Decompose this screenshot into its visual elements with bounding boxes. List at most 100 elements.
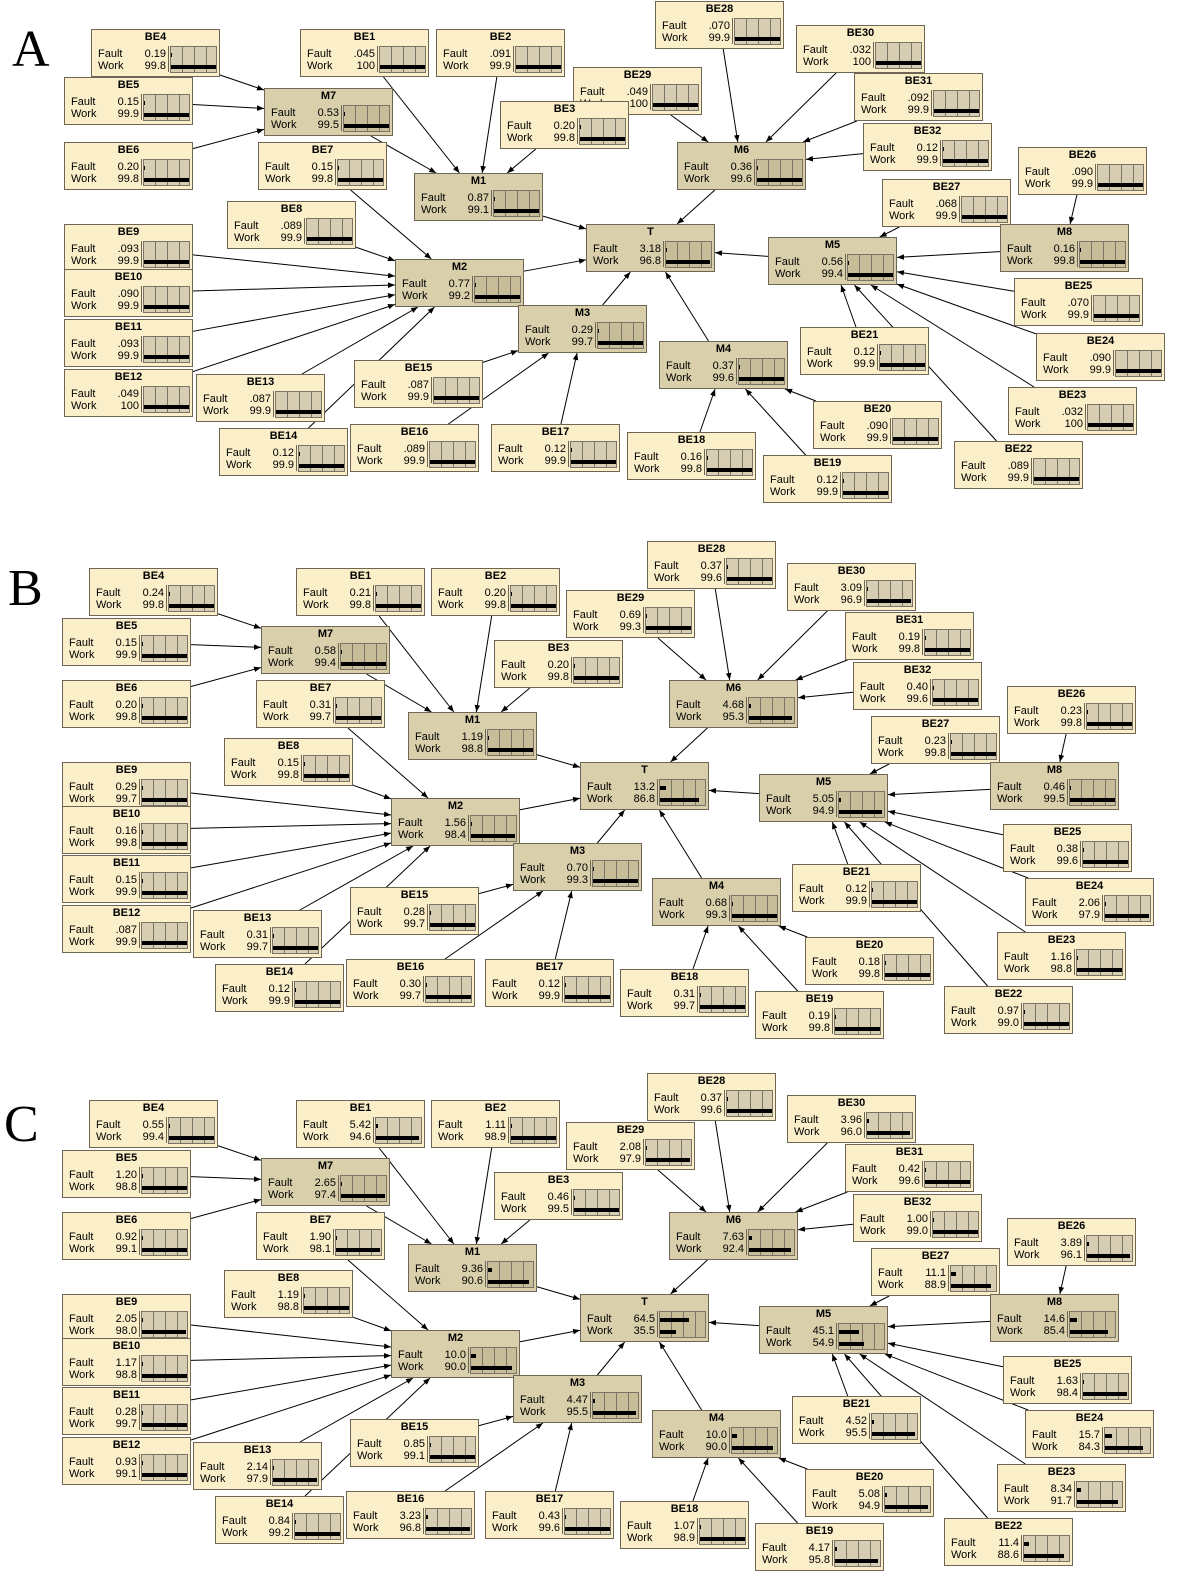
node-c-be6[interactable]: BE6Fault0.92Work99.1	[62, 1212, 191, 1260]
node-a-be4[interactable]: BE4Fault0.19Work99.8	[91, 29, 220, 77]
node-c-t[interactable]: TFault64.5Work35.5	[580, 1294, 709, 1342]
node-b-be3[interactable]: BE3Fault0.20Work99.8	[494, 640, 623, 688]
node-c-be20[interactable]: BE20Fault5.08Work94.9	[805, 1469, 934, 1517]
node-b-be26[interactable]: BE26Fault0.23Work99.8	[1007, 686, 1136, 734]
node-b-be6[interactable]: BE6Fault0.20Work99.8	[62, 680, 191, 728]
node-b-be16[interactable]: BE16Fault0.30Work99.7	[346, 959, 475, 1007]
node-b-be10[interactable]: BE10Fault0.16Work99.8	[62, 806, 191, 854]
node-b-be7[interactable]: BE7Fault0.31Work99.7	[256, 680, 385, 728]
node-c-be17[interactable]: BE17Fault0.43Work99.6	[485, 1491, 614, 1539]
node-c-m6[interactable]: M6Fault7.63Work92.4	[669, 1212, 798, 1260]
node-c-be5[interactable]: BE5Fault1.20Work98.8	[62, 1150, 191, 1198]
node-b-be31[interactable]: BE31Fault0.19Work99.8	[845, 612, 974, 660]
node-b-be2[interactable]: BE2Fault0.20Work99.8	[431, 568, 560, 616]
node-b-t[interactable]: TFault13.2Work86.8	[580, 762, 709, 810]
node-c-be21[interactable]: BE21Fault4.52Work95.5	[792, 1396, 921, 1444]
node-a-be7[interactable]: BE7Fault0.15Work99.8	[258, 142, 387, 190]
node-c-be2[interactable]: BE2Fault1.11Work98.9	[431, 1100, 560, 1148]
node-a-be13[interactable]: BE13Fault.087Work99.9	[196, 374, 325, 422]
node-a-be19[interactable]: BE19Fault0.12Work99.9	[763, 455, 892, 503]
node-b-be17[interactable]: BE17Fault0.12Work99.9	[485, 959, 614, 1007]
node-a-be21[interactable]: BE21Fault0.12Work99.9	[800, 327, 929, 375]
node-a-be30[interactable]: BE30Fault.032Work100	[796, 25, 925, 73]
node-c-be7[interactable]: BE7Fault1.90Work98.1	[256, 1212, 385, 1260]
node-b-be19[interactable]: BE19Fault0.19Work99.8	[755, 991, 884, 1039]
node-b-be23[interactable]: BE23Fault1.16Work98.8	[997, 932, 1126, 980]
node-b-m5[interactable]: M5Fault5.05Work94.9	[759, 774, 888, 822]
node-c-be22[interactable]: BE22Fault11.4Work88.6	[944, 1518, 1073, 1566]
node-b-be13[interactable]: BE13Fault0.31Work99.7	[193, 910, 322, 958]
node-c-be4[interactable]: BE4Fault0.55Work99.4	[89, 1100, 218, 1148]
node-a-m8[interactable]: M8Fault0.16Work99.8	[1000, 224, 1129, 272]
node-a-be3[interactable]: BE3Fault0.20Work99.8	[500, 101, 629, 149]
node-a-t[interactable]: TFault3.18Work96.8	[586, 224, 715, 272]
node-b-m6[interactable]: M6Fault4.68Work95.3	[669, 680, 798, 728]
node-a-be11[interactable]: BE11Fault.093Work99.9	[64, 319, 193, 367]
node-b-be27[interactable]: BE27Fault0.23Work99.8	[871, 716, 1000, 764]
node-b-be25[interactable]: BE25Fault0.38Work99.6	[1003, 824, 1132, 872]
node-c-be16[interactable]: BE16Fault3.23Work96.8	[346, 1491, 475, 1539]
node-b-be32[interactable]: BE32Fault0.40Work99.6	[853, 662, 982, 710]
node-b-be20[interactable]: BE20Fault0.18Work99.8	[805, 937, 934, 985]
node-b-m8[interactable]: M8Fault0.46Work99.5	[990, 762, 1119, 810]
node-b-be21[interactable]: BE21Fault0.12Work99.9	[792, 864, 921, 912]
node-a-be18[interactable]: BE18Fault0.16Work99.8	[627, 432, 756, 480]
node-a-be16[interactable]: BE16Fault.089Work99.9	[350, 424, 479, 472]
node-b-m2[interactable]: M2Fault1.56Work98.4	[391, 798, 520, 846]
node-a-be12[interactable]: BE12Fault.049Work100	[64, 369, 193, 417]
node-b-be30[interactable]: BE30Fault3.09Work96.9	[787, 563, 916, 611]
node-a-be23[interactable]: BE23Fault.032Work100	[1008, 387, 1137, 435]
node-c-m8[interactable]: M8Fault14.6Work85.4	[990, 1294, 1119, 1342]
node-b-be5[interactable]: BE5Fault0.15Work99.9	[62, 618, 191, 666]
node-c-be18[interactable]: BE18Fault1.07Work98.9	[620, 1501, 749, 1549]
node-a-be5[interactable]: BE5Fault0.15Work99.9	[64, 77, 193, 125]
node-a-be2[interactable]: BE2Fault.091Work99.9	[436, 29, 565, 77]
node-a-m4[interactable]: M4Fault0.37Work99.6	[659, 341, 788, 389]
node-c-m2[interactable]: M2Fault10.0Work90.0	[391, 1330, 520, 1378]
node-c-be3[interactable]: BE3Fault0.46Work99.5	[494, 1172, 623, 1220]
node-b-be9[interactable]: BE9Fault0.29Work99.7	[62, 762, 191, 810]
node-b-m4[interactable]: M4Fault0.68Work99.3	[652, 878, 781, 926]
node-a-be15[interactable]: BE15Fault.087Work99.9	[354, 360, 483, 408]
node-c-be27[interactable]: BE27Fault11.1Work88.9	[871, 1248, 1000, 1296]
node-c-be24[interactable]: BE24Fault15.7Work84.3	[1025, 1410, 1154, 1458]
node-a-be8[interactable]: BE8Fault.089Work99.9	[227, 201, 356, 249]
node-a-be32[interactable]: BE32Fault0.12Work99.9	[863, 123, 992, 171]
node-c-be23[interactable]: BE23Fault8.34Work91.7	[997, 1464, 1126, 1512]
node-b-m7[interactable]: M7Fault0.58Work99.4	[261, 626, 390, 674]
node-a-be26[interactable]: BE26Fault.090Work99.9	[1018, 147, 1147, 195]
node-a-m3[interactable]: M3Fault0.29Work99.7	[518, 305, 647, 353]
node-c-be8[interactable]: BE8Fault1.19Work98.8	[224, 1270, 353, 1318]
node-a-m7[interactable]: M7Fault0.53Work99.5	[264, 88, 393, 136]
node-c-be28[interactable]: BE28Fault0.37Work99.6	[647, 1073, 776, 1121]
node-a-m1[interactable]: M1Fault0.87Work99.1	[414, 173, 543, 221]
node-a-be10[interactable]: BE10Fault.090Work99.9	[64, 269, 193, 317]
node-c-be9[interactable]: BE9Fault2.05Work98.0	[62, 1294, 191, 1342]
node-c-be31[interactable]: BE31Fault0.42Work99.6	[845, 1144, 974, 1192]
node-b-be15[interactable]: BE15Fault0.28Work99.7	[350, 887, 479, 935]
node-b-be22[interactable]: BE22Fault0.97Work99.0	[944, 986, 1073, 1034]
node-c-be19[interactable]: BE19Fault4.17Work95.8	[755, 1523, 884, 1571]
node-b-be24[interactable]: BE24Fault2.06Work97.9	[1025, 878, 1154, 926]
node-c-be1[interactable]: BE1Fault5.42Work94.6	[296, 1100, 425, 1148]
node-c-be11[interactable]: BE11Fault0.28Work99.7	[62, 1387, 191, 1435]
node-b-be18[interactable]: BE18Fault0.31Work99.7	[620, 969, 749, 1017]
node-b-be8[interactable]: BE8Fault0.15Work99.8	[224, 738, 353, 786]
node-a-be24[interactable]: BE24Fault.090Work99.9	[1036, 333, 1165, 381]
node-a-be9[interactable]: BE9Fault.093Work99.9	[64, 224, 193, 272]
node-b-be29[interactable]: BE29Fault0.69Work99.3	[566, 590, 695, 638]
node-c-be30[interactable]: BE30Fault3.96Work96.0	[787, 1095, 916, 1143]
node-a-be6[interactable]: BE6Fault0.20Work99.8	[64, 142, 193, 190]
node-c-m7[interactable]: M7Fault2.65Work97.4	[261, 1158, 390, 1206]
node-a-be27[interactable]: BE27Fault.068Work99.9	[882, 179, 1011, 227]
node-b-be28[interactable]: BE28Fault0.37Work99.6	[647, 541, 776, 589]
node-c-be15[interactable]: BE15Fault0.85Work99.1	[350, 1419, 479, 1467]
node-a-be25[interactable]: BE25Fault.070Work99.9	[1014, 278, 1143, 326]
node-a-be22[interactable]: BE22Fault.089Work99.9	[954, 441, 1083, 489]
node-b-m1[interactable]: M1Fault1.19Work98.8	[408, 712, 537, 760]
node-c-m1[interactable]: M1Fault9.36Work90.6	[408, 1244, 537, 1292]
node-a-be31[interactable]: BE31Fault.092Work99.9	[854, 73, 983, 121]
node-a-m5[interactable]: M5Fault0.56Work99.4	[768, 237, 897, 285]
node-a-be1[interactable]: BE1Fault.045Work100	[300, 29, 429, 77]
node-a-m2[interactable]: M2Fault0.77Work99.2	[395, 259, 524, 307]
